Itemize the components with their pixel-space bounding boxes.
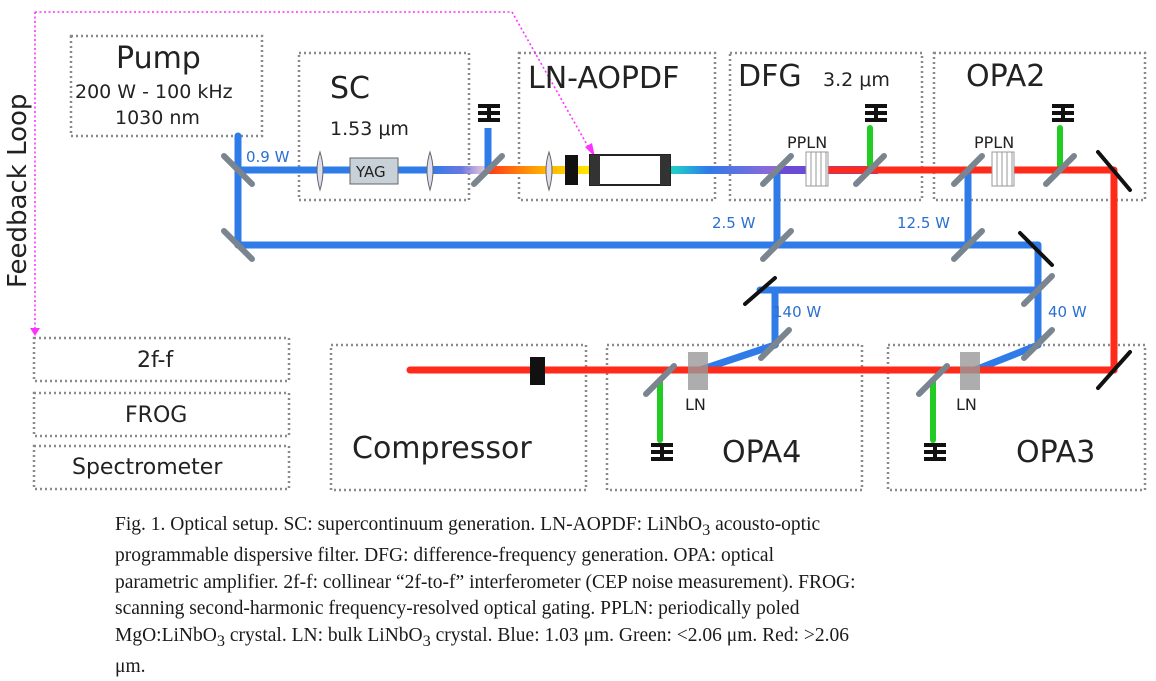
compressor-title: Compressor	[352, 431, 532, 466]
opa4-title: OPA4	[722, 435, 801, 470]
mirror-1	[221, 153, 255, 187]
power-sc-in: 0.9 W	[246, 148, 290, 166]
power-opa2-in: 12.5 W	[897, 214, 950, 232]
ppln-crystal-dfg	[805, 151, 829, 187]
mirror-9	[951, 228, 985, 262]
mirror-11	[758, 327, 792, 361]
ln-crystal-opa4	[688, 352, 708, 390]
feedback-loop-line	[34, 11, 591, 330]
ppln-crystal-opa2	[991, 151, 1015, 187]
mirror-7	[1043, 153, 1077, 187]
diag-box-2ff	[32, 336, 291, 383]
feedback-arrow-head-diag	[30, 328, 40, 336]
figure-caption: Fig. 1. Optical setup. SC: supercontinuu…	[115, 512, 1038, 681]
yag-label: YAG	[355, 163, 386, 181]
caption-line-1: Fig. 1. Optical setup. SC: supercontinuu…	[115, 514, 821, 539]
dfg-ppln-label: PPLN	[787, 133, 827, 152]
mirror-13	[643, 363, 677, 397]
lens-3	[545, 150, 553, 192]
diag-box-spectrometer	[32, 444, 291, 491]
aopdf-crystal	[589, 154, 671, 186]
feedback-arrow-head	[585, 143, 595, 157]
opa3-title: OPA3	[1016, 435, 1095, 470]
aopdf-box	[517, 51, 717, 202]
mirror-3	[471, 153, 505, 187]
mirror-black-2	[1018, 231, 1054, 267]
mirror-14	[916, 363, 950, 397]
feedback-loop-label: Feedback Loop	[3, 94, 33, 288]
sc-beam-white	[430, 166, 488, 174]
dfg-wavelength: 3.2 μm	[823, 69, 890, 91]
opa3-box	[886, 343, 1147, 492]
diag-frog-label: FROG	[125, 403, 187, 428]
lens-2	[426, 150, 434, 192]
aopdf-title: LN-AOPDF	[528, 61, 679, 96]
diag-2ff-label: 2f-f	[137, 348, 174, 373]
pump-title: Pump	[116, 41, 201, 76]
optical-setup-diagram: Feedback Loop Pump 200 W - 100 kHz 1030 …	[3, 11, 1147, 492]
caption-line-2: programmable dispersive filter. DFG: dif…	[115, 545, 775, 567]
pump-box	[69, 34, 264, 138]
mirror-black-4	[1096, 350, 1132, 390]
diag-box-frog	[32, 391, 291, 438]
power-opa4-in: 140 W	[773, 303, 821, 321]
mirror-2	[221, 228, 255, 262]
sc-box	[297, 51, 471, 202]
mirror-black-3	[743, 276, 777, 306]
opa3-ln-label: LN	[956, 395, 977, 414]
pump-spec-line2: 1030 nm	[115, 107, 200, 129]
pump-spec-line1: 200 W - 100 kHz	[75, 81, 233, 103]
opa4-ln-label: LN	[685, 395, 706, 414]
beam-dump-sc	[478, 104, 500, 122]
beam-dumps	[478, 104, 1074, 461]
mirror-group	[221, 150, 1132, 397]
opa2-ppln-label: PPLN	[974, 133, 1014, 152]
beam-dump-opa2	[1052, 104, 1074, 122]
mirror-6	[951, 153, 985, 187]
dfg-title: DFG	[738, 59, 802, 94]
aopdf-block	[565, 155, 578, 185]
caption-line-4: scanning second-harmonic frequency-resol…	[115, 598, 800, 620]
mirror-5	[853, 153, 887, 187]
compressor-element	[530, 357, 545, 385]
yag-crystal	[349, 157, 399, 185]
power-opa3-in: 40 W	[1048, 303, 1087, 321]
dfg-box	[728, 51, 924, 202]
opa2-box	[932, 51, 1147, 202]
caption-line-5: MgO:LiNbO3 crystal. LN: bulk LiNbO3 crys…	[115, 624, 850, 650]
dfg-seed-beam	[708, 166, 778, 174]
mirror-10	[1021, 273, 1055, 307]
caption-line-6: μm.	[115, 656, 146, 678]
mirror-4	[760, 153, 794, 187]
lens-1	[316, 150, 324, 192]
mirror-black-1	[1096, 150, 1132, 192]
ln-crystal-opa3	[960, 352, 980, 390]
mirror-12	[1021, 327, 1055, 361]
beam-dump-opa3	[924, 443, 946, 461]
opa2-title: OPA2	[966, 59, 1045, 94]
sc-wavelength: 1.53 μm	[330, 118, 409, 140]
diag-spectrometer-label: Spectrometer	[72, 455, 223, 480]
power-dfg-in: 2.5 W	[712, 214, 756, 232]
beam-dump-opa4	[651, 443, 673, 461]
sc-title: SC	[330, 71, 370, 106]
mirror-8	[760, 228, 794, 262]
beam-dump-dfg	[865, 104, 887, 122]
caption-line-3: parametric amplifier. 2f-f: collinear “2…	[115, 571, 856, 593]
